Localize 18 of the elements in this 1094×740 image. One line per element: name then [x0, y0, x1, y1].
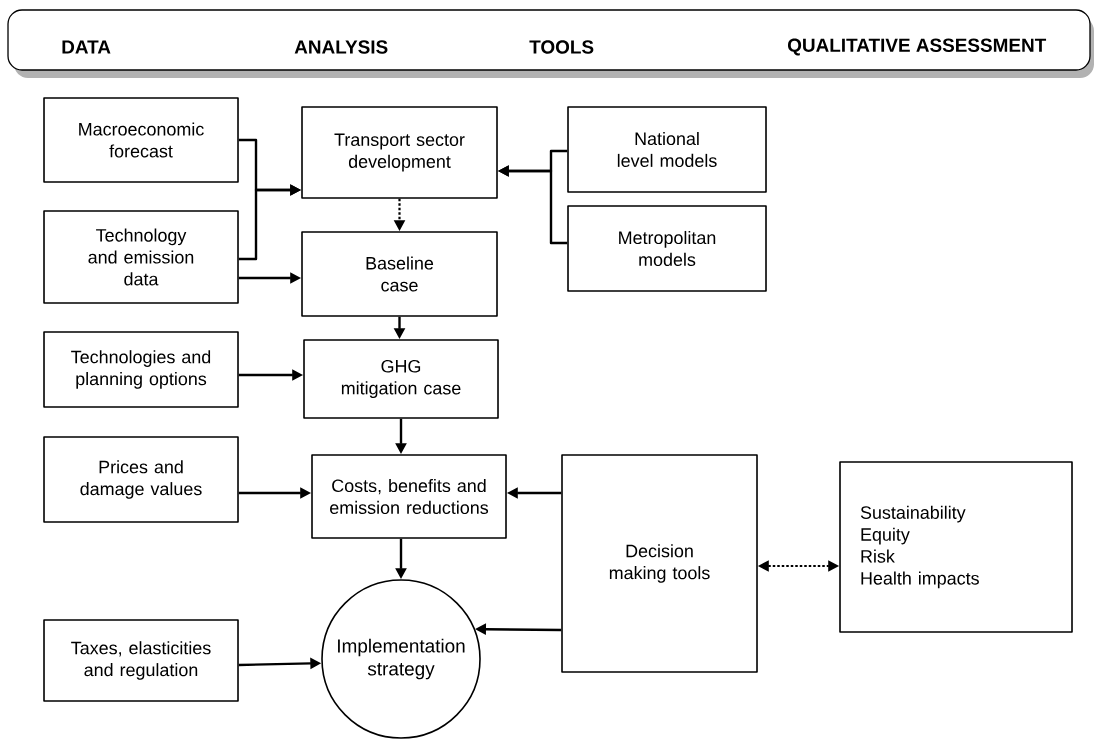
process-box: Taxes, elasticities and regulation: [43, 619, 239, 702]
process-box: Macroeconomic forecast: [43, 97, 239, 183]
process-box: Technology and emission data: [43, 210, 239, 304]
column-heading: ANALYSIS: [294, 40, 388, 54]
process-box: Prices and damage values: [43, 436, 239, 523]
process-box: Costs, benefits and emission reductions: [311, 454, 507, 539]
column-heading: DATA: [62, 40, 111, 54]
process-box: Decision making tools: [561, 454, 758, 673]
column-heading: TOOLS: [529, 40, 594, 54]
process-box: Sustainability Equity Risk Health impacts: [839, 461, 1073, 633]
header-band: [7, 9, 1094, 78]
process-box: Baseline case: [301, 231, 498, 317]
process-box: GHG mitigation case: [303, 339, 499, 419]
process-box: Transport sector development: [301, 106, 498, 199]
process-box: Metropolitan models: [567, 205, 767, 292]
process-box: National level models: [567, 106, 767, 193]
column-heading: QUALITATIVE ASSESSMENT: [788, 38, 1047, 56]
process-box: Technologies and planning options: [43, 331, 239, 408]
